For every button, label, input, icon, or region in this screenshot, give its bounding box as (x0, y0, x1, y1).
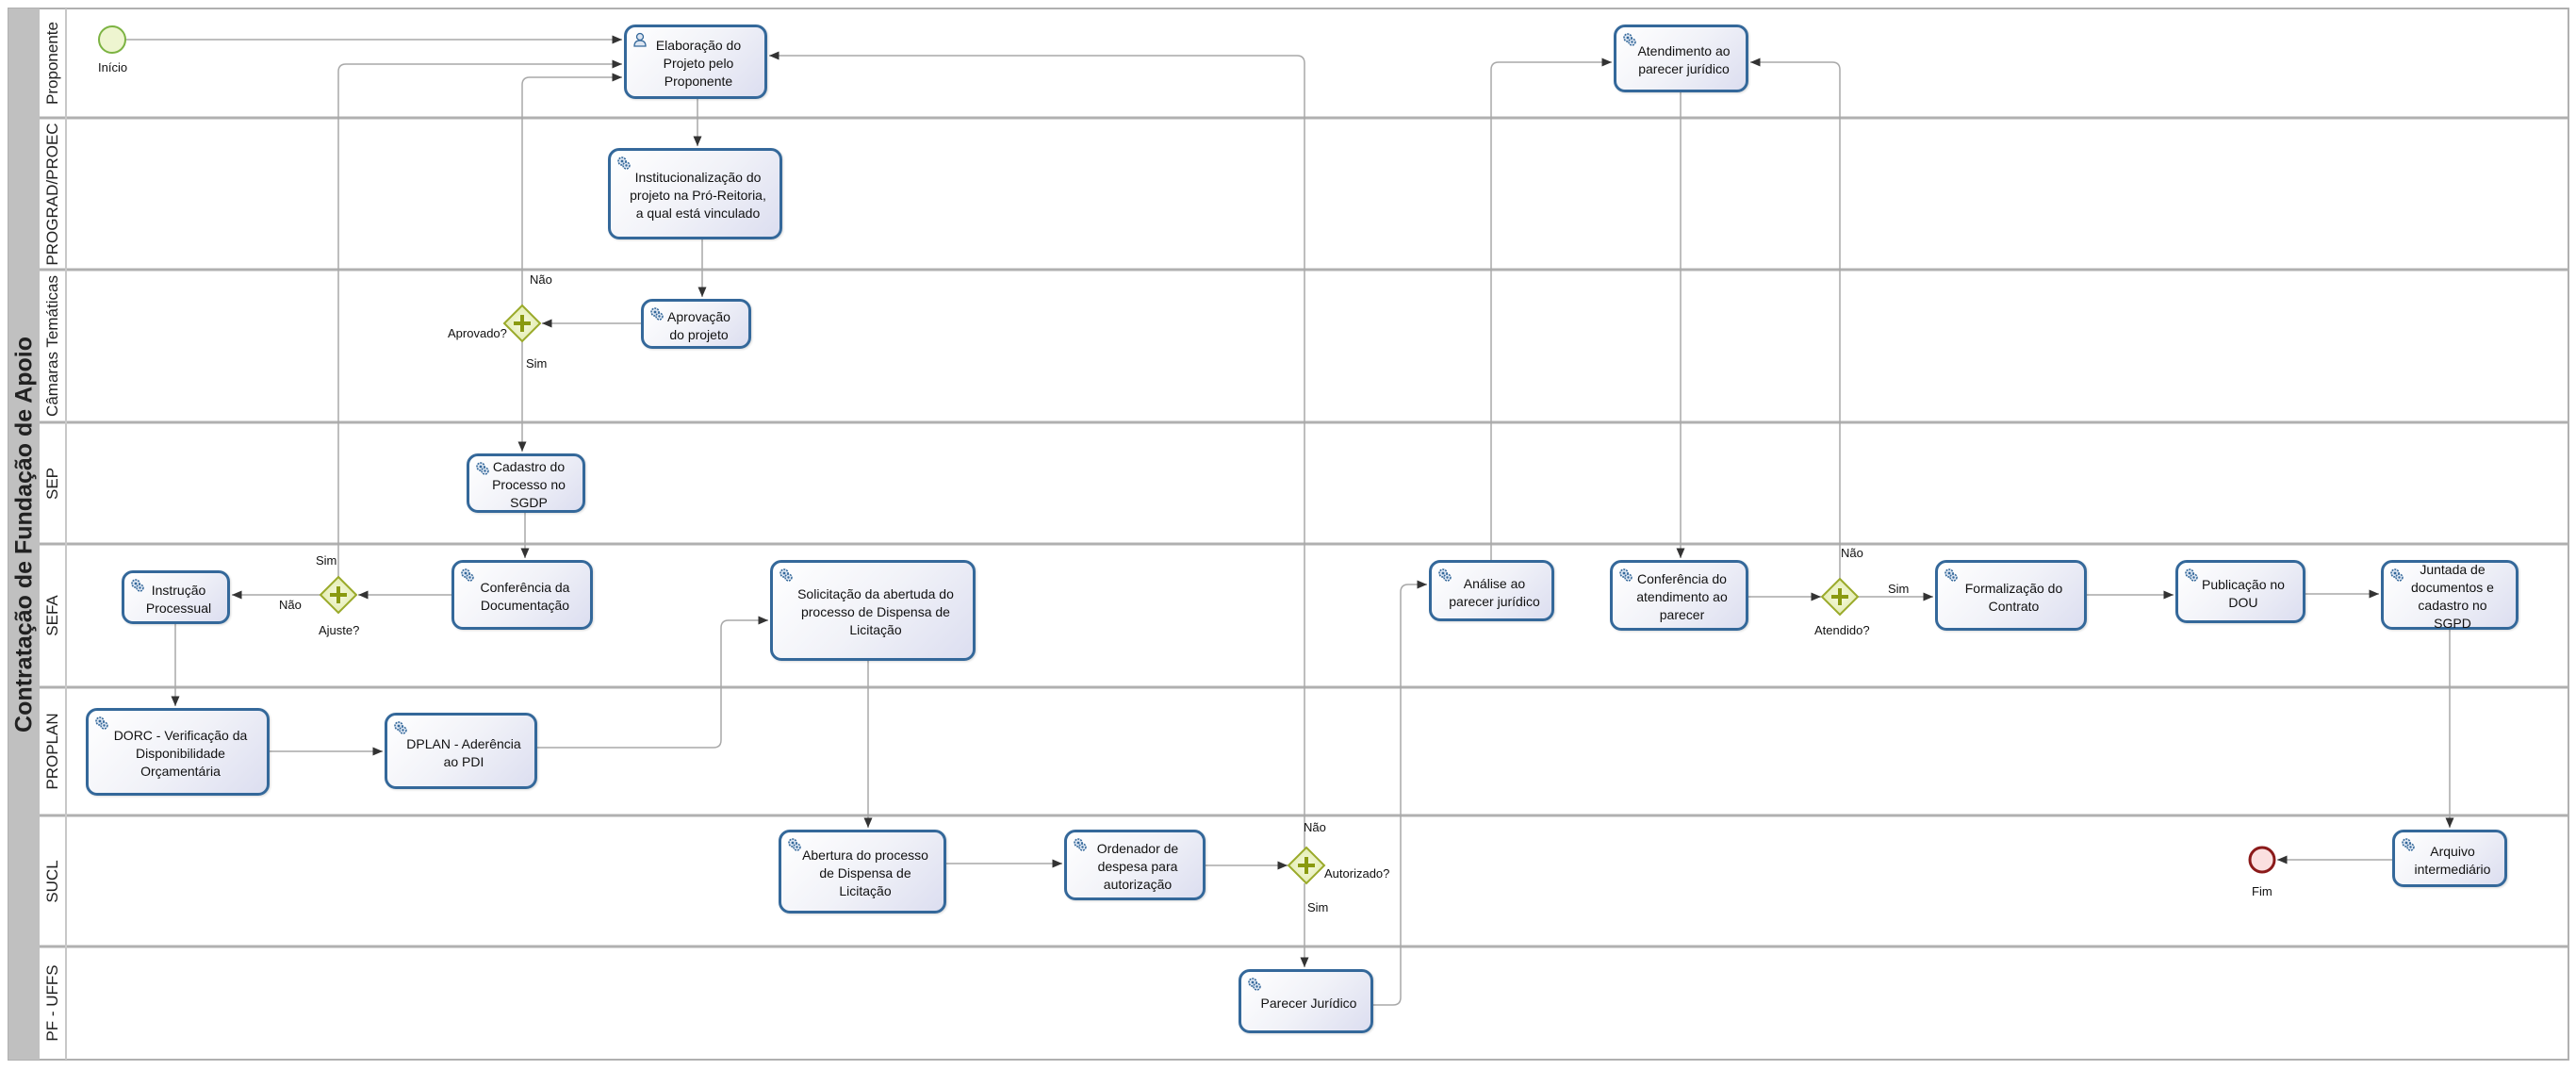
task-formalizacao[interactable]: Formalização do Contrato (1935, 560, 2087, 631)
lane-label: Proponente (43, 22, 61, 105)
lane-camaras-tematicas: Câmaras Temáticas (40, 270, 66, 422)
task-parecer-juridico[interactable]: Parecer Jurídico (1239, 969, 1373, 1033)
task-label: Conferência da Documentação (480, 580, 570, 613)
gateway-aprovado-label: Aprovado? (448, 326, 507, 340)
gear-icon (1619, 568, 1633, 582)
task-label: DORC - Verificação da Disponibilidade Or… (113, 728, 248, 779)
gateway-aprovado-yes: Sim (526, 356, 548, 370)
gateway-ajuste-label: Ajuste? (319, 623, 360, 637)
task-analise[interactable]: Análise ao parecer jurídico (1429, 560, 1554, 621)
gateway-autorizado-yes: Sim (1307, 900, 1329, 914)
task-label: Parecer Jurídico (1260, 995, 1357, 1011)
lane-label: SEP (43, 467, 61, 500)
lane-prograd-proec: PROGRAD/PROEC (40, 118, 66, 270)
gear-icon (617, 156, 631, 170)
lane-sucl: SUCL (40, 815, 66, 947)
task-juntada[interactable]: Juntada de documentos e cadastro no SGPD (2381, 560, 2519, 631)
end-event-label: Fim (2252, 884, 2272, 898)
task-institucionalizacao[interactable]: Institucionalização do projeto na Pró-Re… (608, 148, 782, 239)
task-cadastro[interactable]: Cadastro do Processo no SGDP (467, 453, 585, 513)
task-label: Ordenador de despesa para autorização (1096, 841, 1179, 892)
start-event[interactable] (98, 25, 126, 54)
task-label: Instrução Processual (145, 582, 212, 616)
task-label: Atendimento ao parecer jurídico (1637, 43, 1731, 76)
gear-icon (476, 462, 489, 475)
gear-icon (1074, 838, 1087, 851)
task-publicacao[interactable]: Publicação no DOU (2175, 560, 2305, 623)
gear-icon (131, 579, 144, 592)
task-label: Institucionalização do projeto na Pró-Re… (630, 170, 766, 221)
task-elaboracao[interactable]: Elaboração do Projeto pelo Proponente (624, 25, 767, 99)
task-dorc[interactable]: DORC - Verificação da Disponibilidade Or… (86, 708, 270, 796)
gateway-ajuste-no: Não (279, 598, 302, 612)
lane-pf-uffs: PF - UFFS (40, 947, 66, 1060)
task-atendimento[interactable]: Atendimento ao parecer jurídico (1614, 25, 1748, 92)
gateway-autorizado[interactable] (1287, 846, 1326, 885)
task-dplan[interactable]: DPLAN - Aderência ao PDI (385, 713, 537, 789)
gateway-ajuste-yes: Sim (316, 553, 337, 568)
task-label: Aprovação do projeto (667, 308, 730, 342)
gateway-atendido-yes: Sim (1888, 582, 1910, 596)
task-label: Análise ao parecer jurídico (1449, 575, 1540, 609)
task-conferencia-documentacao[interactable]: Conferência da Documentação (451, 560, 593, 630)
lane-label: PROPLAN (43, 713, 61, 790)
lane-sefa: SEFA (40, 544, 66, 687)
gear-icon (1944, 568, 1958, 582)
gateway-ajuste[interactable] (319, 575, 358, 615)
task-label: Arquivo intermediário (2414, 843, 2491, 877)
gear-icon (2185, 568, 2198, 582)
pool-title-text: Contratação de Fundação de Apoio (10, 336, 37, 733)
task-arquivo[interactable]: Arquivo intermediário (2392, 830, 2507, 887)
gear-icon (788, 838, 801, 851)
task-aprovacao[interactable]: Aprovação do projeto (641, 299, 751, 349)
lane-label: PF - UFFS (43, 964, 61, 1042)
task-label: Conferência do atendimento ao parecer (1636, 571, 1728, 622)
gear-icon (1623, 33, 1636, 46)
gear-icon (1438, 568, 1452, 582)
lane-label: SEFA (43, 595, 61, 636)
task-label: Solicitação da abertuda do processo de D… (797, 586, 954, 637)
lane-sep: SEP (40, 422, 66, 544)
gear-icon (2402, 838, 2415, 851)
sequence-flows (125, 35, 2454, 1006)
lane-label: SUCL (43, 859, 61, 903)
pool-frame (8, 8, 2569, 1061)
gear-icon (2390, 568, 2404, 582)
task-abertura[interactable]: Abertura do processo de Dispensa de Lici… (779, 830, 946, 914)
gear-icon (95, 716, 108, 730)
user-icon (633, 32, 647, 47)
task-label: Abertura do processo de Dispensa de Lici… (802, 848, 928, 898)
gateway-atendido[interactable] (1820, 577, 1860, 617)
gateway-aprovado[interactable] (502, 304, 542, 343)
lane-proplan: PROPLAN (40, 687, 66, 815)
gateway-atendido-no: Não (1841, 546, 1863, 560)
gateway-atendido-label: Atendido? (1814, 623, 1870, 637)
start-event-label: Início (98, 60, 128, 74)
gateway-autorizado-no: Não (1304, 820, 1326, 834)
task-label: Elaboração do Projeto pelo Proponente (655, 38, 742, 89)
task-label: Publicação no DOU (2202, 576, 2285, 610)
gear-icon (394, 721, 407, 734)
task-label: Formalização do Contrato (1964, 580, 2063, 614)
lane-proponente: Proponente (40, 8, 66, 118)
task-instrucao[interactable]: Instrução Processual (122, 570, 230, 624)
task-label: Juntada de documentos e cadastro no SGPD (2411, 562, 2494, 631)
gear-icon (650, 307, 664, 321)
task-conferencia-atendimento[interactable]: Conferência do atendimento ao parecer (1610, 560, 1748, 631)
pool-title: Contratação de Fundação de Apoio (8, 8, 40, 1060)
task-label: DPLAN - Aderência ao PDI (406, 735, 521, 769)
task-label: Cadastro do Processo no SGDP (492, 459, 566, 510)
gear-icon (461, 568, 474, 582)
end-event[interactable] (2248, 846, 2276, 874)
lane-label: Câmaras Temáticas (43, 275, 61, 417)
gear-icon (1248, 978, 1261, 991)
gear-icon (779, 568, 793, 582)
gateway-aprovado-no: Não (530, 272, 552, 287)
task-solicitacao[interactable]: Solicitação da abertuda do processo de D… (770, 560, 976, 661)
task-ordenador[interactable]: Ordenador de despesa para autorização (1064, 830, 1206, 900)
lane-label: PROGRAD/PROEC (43, 122, 61, 266)
gateway-autorizado-label: Autorizado? (1324, 866, 1390, 881)
